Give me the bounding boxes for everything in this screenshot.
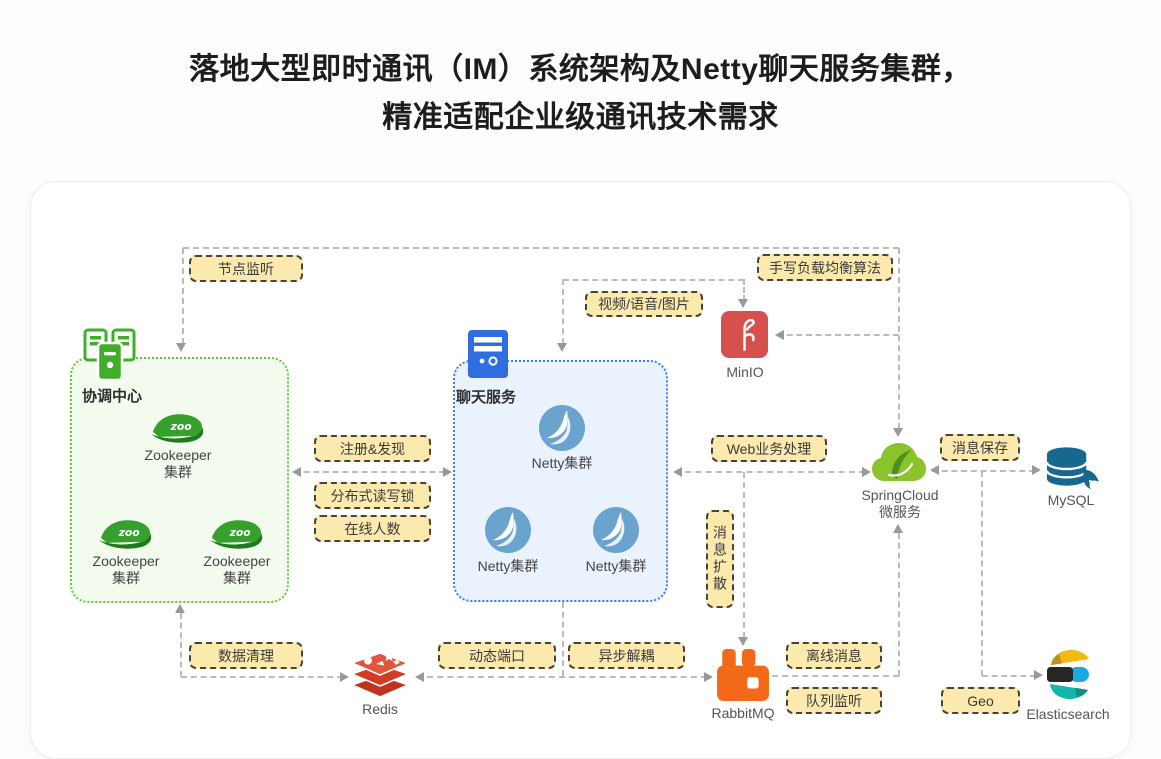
mysql-label: MySQL (1047, 492, 1095, 508)
rabbitmq-label: RabbitMQ (711, 705, 775, 721)
arrowhead (443, 467, 452, 477)
arrowhead (704, 672, 713, 682)
blue-server-icon (468, 330, 508, 378)
edge-label-dynamic-port: 动态端口 (438, 642, 556, 669)
arrowhead (1032, 465, 1041, 475)
coordination-center-group (70, 357, 289, 603)
page-title-line2: 精准适配企业级通讯技术需求 (382, 101, 779, 134)
arrowhead (557, 343, 567, 352)
arrowhead (862, 467, 871, 477)
zookeeper-label-en: Zookeeper (203, 553, 271, 569)
connector-line (180, 613, 182, 677)
edge-label-node-monitor: 节点监听 (189, 255, 303, 282)
zookeeper-icon: zoo (149, 411, 206, 450)
connector-line (675, 471, 865, 473)
zookeeper-label-cn: 集群 (223, 570, 251, 586)
arrowhead (930, 465, 939, 475)
chat-service-title: 聊天服务 (456, 389, 517, 406)
zookeeper-icon: zoo (208, 517, 265, 556)
zookeeper-label: Zookeeper 集群 (194, 553, 280, 587)
connector-line (294, 471, 445, 473)
edge-label-register-discover: 注册&发现 (314, 435, 431, 462)
arrowhead (176, 343, 186, 352)
edge-label-web-business: Web业务处理 (711, 435, 827, 462)
edge-label-data-clean: 数据清理 (189, 642, 303, 669)
connector-line (772, 675, 899, 677)
arrowhead (893, 428, 903, 437)
spring-cloud-icon (871, 441, 927, 492)
connector-line (562, 279, 564, 344)
connector-line (417, 676, 707, 678)
netty-label: Netty集群 (477, 558, 539, 574)
svg-text:zoo: zoo (118, 526, 141, 539)
chat-service-group (453, 360, 668, 602)
edge-label-rw-lock: 分布式读写锁 (314, 482, 431, 509)
netty-icon (591, 505, 641, 560)
edge-label-queue-listen: 队列监听 (786, 687, 882, 714)
minio-label: MinIO (726, 364, 764, 380)
coordination-center-title: 协调中心 (82, 388, 143, 405)
redis-label: Redis (362, 701, 398, 717)
netty-icon (537, 403, 587, 458)
arrowhead (738, 299, 748, 308)
connector-line (181, 676, 343, 678)
edge-label-load-balance: 手写负载均衡算法 (757, 254, 893, 281)
arrowhead (415, 672, 424, 682)
arrowhead (738, 637, 748, 646)
edge-label-geo: Geo (941, 687, 1020, 714)
connector-line (562, 602, 564, 676)
edge-label-message-fanout: 消息扩散 (706, 510, 734, 608)
edge-label-media: 视频/语音/图片 (585, 291, 703, 317)
connector-line (743, 279, 745, 301)
connector-line (183, 247, 899, 249)
rabbitmq-icon (716, 648, 770, 707)
page-title-line1: 落地大型即时通讯（IM）系统架构及Netty聊天服务集群， (189, 53, 972, 86)
connector-line (777, 334, 899, 336)
netty-icon (483, 505, 533, 560)
zookeeper-label-en: Zookeeper (92, 553, 160, 569)
arrowhead (775, 330, 784, 340)
edge-label-save-message: 消息保存 (940, 434, 1020, 461)
springcloud-label: SpringCloud 微服务 (854, 487, 946, 521)
connector-line (982, 675, 1036, 677)
svg-text:zoo: zoo (229, 526, 252, 539)
elasticsearch-label: Elasticsearch (1026, 706, 1110, 722)
svg-text:zoo: zoo (170, 420, 193, 433)
zookeeper-label: Zookeeper 集群 (83, 553, 169, 587)
connector-line (981, 471, 983, 676)
springcloud-label-line1: SpringCloud (861, 487, 939, 503)
netty-label: Netty集群 (531, 455, 593, 471)
zookeeper-label-cn: 集群 (164, 464, 192, 480)
arrowhead (1034, 670, 1043, 680)
edge-label-async-decouple: 异步解耦 (568, 642, 685, 669)
connector-line (743, 472, 745, 638)
arrowhead (340, 672, 349, 682)
zookeeper-label: Zookeeper 集群 (135, 447, 221, 481)
mysql-icon (1043, 445, 1100, 496)
elasticsearch-icon (1044, 646, 1092, 709)
zookeeper-icon: zoo (97, 517, 154, 556)
arrowhead (673, 467, 682, 477)
redis-icon (349, 645, 411, 704)
arrowhead (175, 604, 185, 613)
zookeeper-label-en: Zookeeper (144, 447, 212, 463)
arrowhead (893, 524, 903, 533)
connector-line (898, 533, 900, 676)
connector-line (182, 248, 184, 344)
netty-label: Netty集群 (585, 558, 647, 574)
arrowhead (292, 467, 301, 477)
springcloud-label-line2: 微服务 (879, 504, 921, 520)
minio-icon (721, 311, 768, 363)
connector-line (932, 470, 1035, 472)
zookeeper-label-cn: 集群 (112, 570, 140, 586)
edge-label-offline-message: 离线消息 (786, 642, 882, 669)
connector-line (563, 279, 744, 281)
green-server-cluster-icon (83, 328, 137, 382)
connector-line (898, 248, 900, 429)
edge-label-online-count: 在线人数 (314, 515, 431, 542)
